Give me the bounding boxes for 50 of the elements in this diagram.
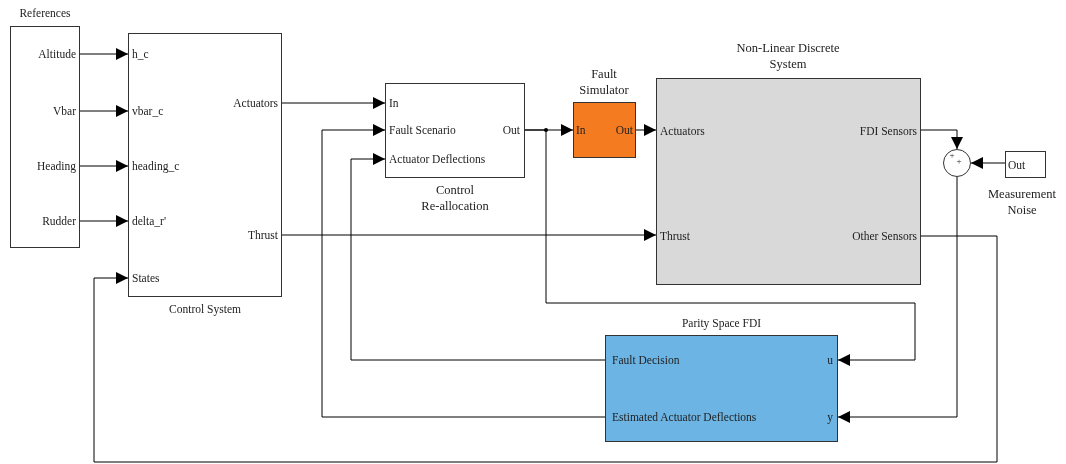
signal-arrow [79,160,129,172]
port-label: Other Sensors [851,229,917,243]
port-label: u [826,353,833,367]
port-label: h_c [132,47,150,61]
port-label: Heading [36,159,76,173]
signal-arrow [837,176,958,423]
block-title: Parity Space FDI [680,316,763,330]
signal-arrow [920,129,963,150]
signal-arrow [970,157,1006,169]
signal-arrow [350,153,606,361]
port-label: Estimated Actuator Deflections [612,410,758,424]
port-label: delta_r' [132,214,167,228]
block-title: Measurement Noise [987,186,1057,218]
sign-label: + [948,150,956,160]
port-label: Vbar [52,104,76,118]
block-title: Fault Simulator [578,66,630,98]
port-label: heading_c [132,159,181,173]
port-label: Fault Decision [612,353,681,367]
port-label: Thrust [246,228,278,242]
signal-arrow [321,124,606,418]
signal-arrow [79,105,129,117]
port-label: Altitude [37,47,76,61]
block-title: References [18,6,72,20]
port-label: Actuators [660,124,706,138]
port-label: Out [614,123,633,137]
port-label: In [576,123,587,137]
port-label: vbar_c [132,104,165,118]
block-title: Non-Linear Discrete System [735,40,841,72]
sign-label: + [955,156,963,166]
signal-arrow [93,235,998,463]
port-label: Actuator Deflections [389,152,487,166]
block-title: Control Re-allocation [420,182,490,214]
signal-arrow [524,129,916,366]
port-label: In [389,96,400,110]
port-label: Rudder [41,214,76,228]
port-label: Out [1008,158,1027,172]
signal-arrow [79,215,129,227]
port-label: FDI Sensors [858,124,917,138]
block-title: Control System [168,302,242,316]
port-label: Thrust [660,229,692,243]
signal-arrow [635,124,657,136]
signal-arrow [79,48,129,60]
signal-arrow [281,229,657,241]
port-label: States [132,271,161,285]
port-label: Actuators [232,96,278,110]
signal-arrow [281,97,386,109]
port-label: Fault Scenario [389,123,457,137]
sum-junction [943,149,971,177]
port-label: y [826,410,833,424]
port-label: Out [501,123,520,137]
